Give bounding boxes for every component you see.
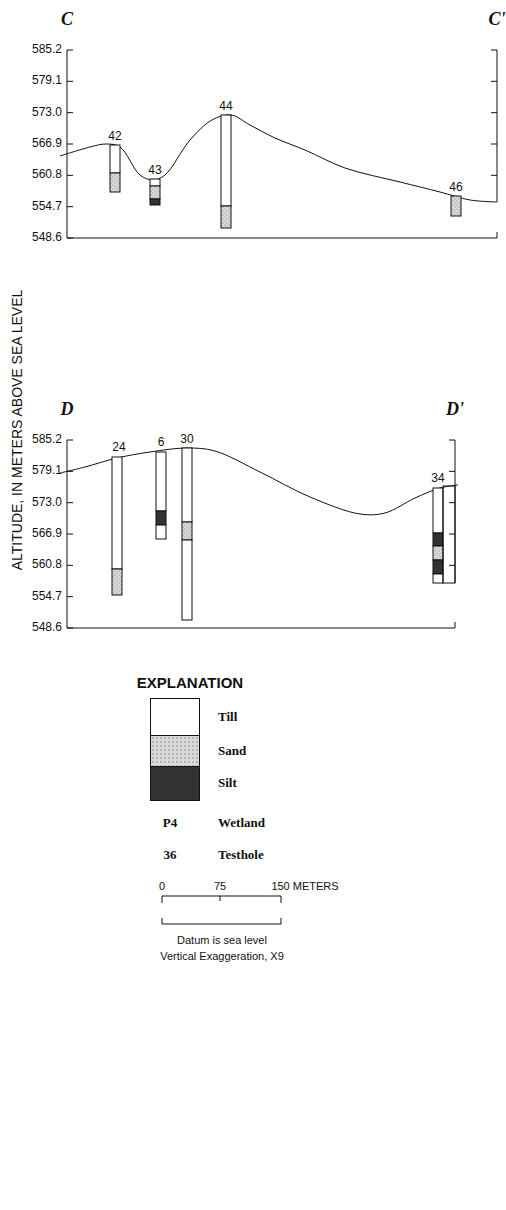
legend-text: Till — [218, 709, 237, 723]
testhole-number: 30 — [180, 433, 193, 446]
strata-interval — [156, 525, 166, 539]
strata-interval — [150, 186, 160, 199]
scale-note: 75 — [214, 880, 226, 892]
strata-interval — [221, 115, 231, 206]
legend-swatch — [150, 735, 200, 767]
strata-interval — [112, 457, 122, 569]
axis-tick-label: 560.8 — [32, 559, 62, 572]
testhole-number: 34 — [431, 472, 444, 485]
axis-tick-label: 548.6 — [32, 231, 62, 244]
strata-interval — [150, 179, 160, 186]
section-d-frame — [67, 440, 455, 628]
legend-text: Silt — [218, 776, 237, 790]
axis-tick-label: 554.7 — [32, 200, 62, 213]
legend-sample: P4 — [163, 816, 177, 830]
strata-interval — [156, 452, 166, 511]
testhole-number: 46 — [449, 181, 462, 194]
section-letter: C — [61, 10, 73, 30]
scale-bar — [162, 896, 281, 903]
axis-tick-label: 579.1 — [32, 75, 62, 88]
scale-note: Datum is sea level — [177, 934, 267, 946]
strata-interval — [221, 206, 231, 228]
axis-tick-label: 579.1 — [32, 465, 62, 478]
axis-tick-label: 566.9 — [32, 137, 62, 150]
strata-interval — [451, 196, 461, 216]
testhole-log — [156, 452, 166, 539]
section-edge-column — [443, 486, 455, 583]
datum-bracket — [162, 918, 281, 924]
testhole-number: 43 — [148, 164, 161, 177]
section-letter: D' — [446, 400, 464, 420]
strata-interval — [110, 173, 120, 192]
axis-tick-label: 585.2 — [32, 43, 62, 56]
section-letter: C' — [488, 10, 505, 30]
axis-tick-label: 554.7 — [32, 590, 62, 603]
scale-note: 0 — [159, 880, 165, 892]
testhole-log — [451, 196, 461, 216]
legend-swatch — [150, 766, 200, 801]
axis-tick-label: 573.0 — [32, 496, 62, 509]
strata-interval — [182, 448, 192, 522]
strata-interval — [182, 540, 192, 620]
testhole-log — [182, 448, 192, 620]
testhole-log — [112, 457, 122, 595]
testhole-number: 42 — [108, 130, 121, 143]
legend-sample: 36 — [164, 848, 177, 862]
scale-note: 150 METERS — [271, 880, 338, 892]
testhole-number: 44 — [219, 100, 232, 113]
testhole-number: 6 — [158, 436, 165, 449]
axis-title: ALTITUDE, IN METERS ABOVE SEA LEVEL — [10, 290, 25, 571]
axis-tick-label: 573.0 — [32, 106, 62, 119]
legend-text: Sand — [218, 743, 246, 757]
strata-interval — [156, 511, 166, 525]
strata-interval — [433, 488, 443, 533]
legend-text: Wetland — [218, 816, 265, 830]
legend-text: Testhole — [218, 848, 264, 862]
strata-interval — [182, 522, 192, 540]
strata-interval — [433, 560, 443, 574]
axis-tick-label: 560.8 — [32, 169, 62, 182]
axis-tick-label: 585.2 — [32, 433, 62, 446]
strata-interval — [112, 569, 122, 595]
legend-heading: EXPLANATION — [137, 675, 243, 692]
scale-note: Vertical Exaggeration, X9 — [160, 950, 284, 962]
ground-surface — [60, 115, 497, 202]
testhole-log — [110, 145, 120, 192]
testhole-log — [433, 488, 443, 583]
strata-interval — [433, 533, 443, 546]
strata-interval — [150, 199, 160, 205]
strata-interval — [433, 546, 443, 560]
testhole-log — [150, 179, 160, 205]
axis-tick-label: 566.9 — [32, 527, 62, 540]
strata-interval — [433, 574, 443, 583]
testhole-number: 24 — [112, 441, 125, 454]
axis-tick-label: 548.6 — [32, 621, 62, 634]
legend-swatch — [150, 698, 200, 736]
strata-interval — [110, 145, 120, 173]
section-letter: D — [61, 400, 74, 420]
testhole-log — [221, 115, 231, 228]
section-c-frame — [67, 50, 497, 238]
